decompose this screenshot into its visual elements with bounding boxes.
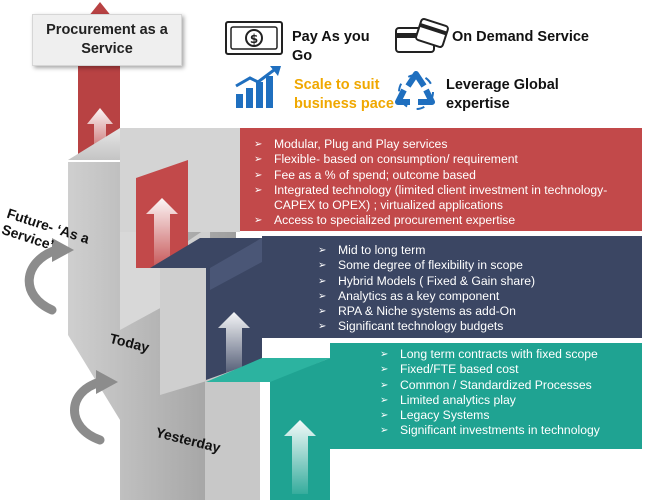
feature-global-expertise: Leverage Global expertise [446,77,559,112]
list-item: Mid to long term [318,243,636,259]
procurement-title-box: Procurement as a Service [32,14,182,66]
list-item: Modular, Plug and Play services [254,137,634,153]
list-item: Common / Standardized Processes [380,378,638,394]
list-item: Hybrid Models ( Fixed & Gain share) [318,274,636,290]
list-item: Access to specialized procurement expert… [254,213,634,229]
panel-future: Modular, Plug and Play services Flexible… [254,137,634,229]
list-item: RPA & Niche systems as add-On [318,304,636,320]
list-item: Flexible- based on consumption/ requirem… [254,152,634,168]
list-item: Significant technology budgets [318,319,636,335]
curved-arrow-lower [70,370,118,445]
list-item: Integrated technology (limited client in… [254,183,634,214]
list-item: Analytics as a key component [318,289,636,305]
list-item: Legacy Systems [380,408,638,424]
step-today [150,238,262,380]
step-future [68,128,240,268]
list-item: Fixed/FTE based cost [380,362,638,378]
curved-arrow-upper [24,238,74,315]
step-yesterday [206,358,330,500]
list-item: Fee as a % of spend; outcome based [254,168,634,184]
svg-text:$: $ [250,32,258,46]
feature-pay-as-you-go: Pay As you Go [292,29,370,64]
list-item: Long term contracts with fixed scope [380,347,638,363]
panel-today: Mid to long term Some degree of flexibil… [318,243,636,335]
list-item: Some degree of flexibility in scope [318,258,636,274]
feature-on-demand: On Demand Service [452,29,589,45]
recycle-icon [395,71,435,110]
card-icon [395,17,449,53]
feature-scale: Scale to suit business pace [294,77,394,112]
growth-chart-icon [235,66,281,108]
money-icon: $ [225,21,283,55]
list-item: Significant investments in technology [380,423,638,439]
list-item: Limited analytics play [380,393,638,409]
page-title: Procurement as a Service [46,22,168,57]
panel-yesterday: Long term contracts with fixed scope Fix… [380,347,638,439]
